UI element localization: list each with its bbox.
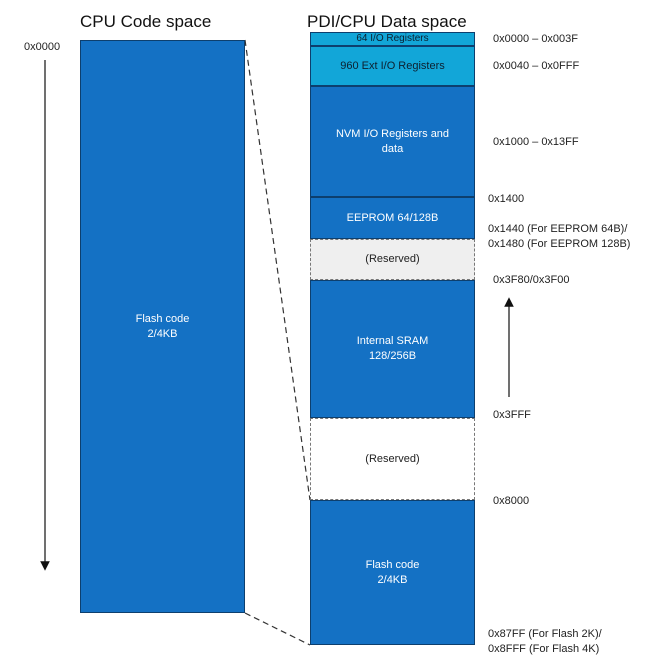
data-space-title: PDI/CPU Data space: [307, 12, 467, 31]
nvm-io-registers-block: NVM I/O Registers and data: [310, 86, 475, 197]
reserved-block-1: (Reserved): [310, 239, 475, 280]
data-flash-block: Flash code 2/4KB: [310, 500, 475, 645]
code-space-title: CPU Code space: [80, 12, 212, 31]
bottom-mapping-dashed-line: [244, 612, 311, 646]
address-io-registers: 0x0000 – 0x003F: [493, 33, 579, 45]
io-registers-block: 64 I/O Registers: [310, 32, 475, 46]
address-sram-start: 0x3F80/0x3F00: [493, 274, 570, 286]
eeprom-block: EEPROM 64/128B: [310, 197, 475, 239]
code-flash-block: Flash code 2/4KB: [80, 40, 245, 613]
reserved-block-2: (Reserved): [310, 418, 475, 500]
address-eeprom-start: 0x1400: [488, 193, 525, 205]
address-sram-end: 0x3FFF: [493, 409, 531, 421]
internal-sram-block: Internal SRAM 128/256B: [310, 280, 475, 418]
ext-io-registers-block: 960 Ext I/O Registers: [310, 46, 475, 86]
address-flash-start: 0x8000: [493, 495, 530, 507]
address-flash-end: 0x87FF (For Flash 2K)/ 0x8FFF (For Flash…: [488, 628, 602, 655]
address-nvm-io: 0x1000 – 0x13FF: [493, 136, 579, 148]
address-ext-io-registers: 0x0040 – 0x0FFF: [493, 60, 580, 72]
address-eeprom-end: 0x1440 (For EEPROM 64B)/ 0x1480 (For EEP…: [488, 223, 631, 250]
code-start-address: 0x0000: [24, 41, 61, 53]
top-mapping-dashed-line: [244, 39, 311, 501]
